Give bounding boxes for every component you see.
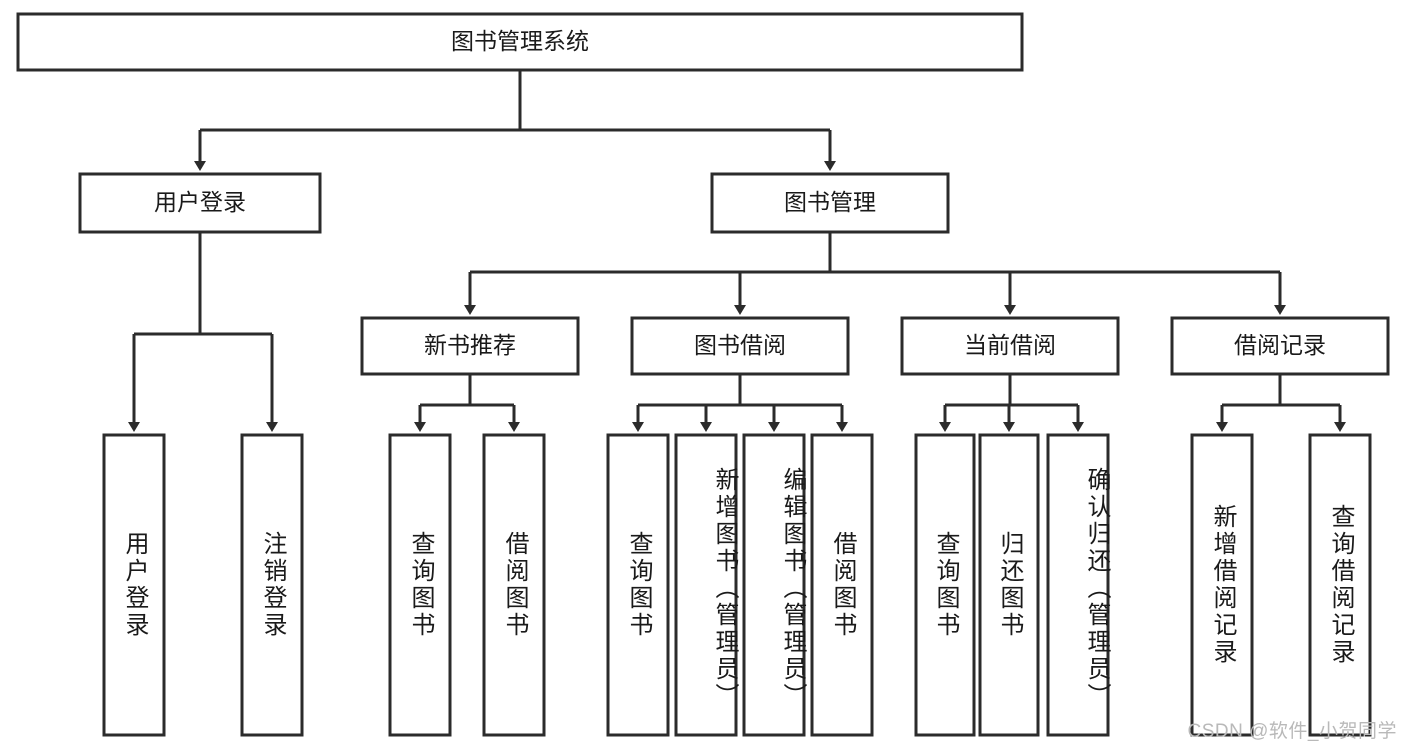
- connector-currentborrow-to-leaves: [939, 374, 1084, 432]
- node-current-borrow[interactable]: 当前借阅: [900, 316, 1120, 376]
- leaf-node-user-login[interactable]: [102, 433, 166, 737]
- connector-borrowrecord-to-leaves: [1216, 374, 1346, 432]
- node-borrow-record-label: 借阅记录: [1234, 332, 1326, 358]
- node-current-borrow-label: 当前借阅: [964, 332, 1056, 358]
- leaf-node-query-book-1[interactable]: [388, 433, 452, 737]
- node-root[interactable]: 图书管理系统: [16, 12, 1024, 72]
- node-book-manage-label: 图书管理: [784, 189, 876, 215]
- leaf-node-user-logout[interactable]: [240, 433, 304, 737]
- node-book-borrow-label: 图书借阅: [694, 332, 786, 358]
- connector-userlogin-to-leaves: [128, 232, 278, 432]
- node-borrow-record[interactable]: 借阅记录: [1170, 316, 1390, 376]
- leaf-node-edit-book[interactable]: [742, 433, 806, 737]
- node-book-manage[interactable]: 图书管理: [710, 172, 950, 234]
- node-user-login[interactable]: 用户登录: [78, 172, 322, 234]
- watermark-text: CSDN @软件_小贺同学: [1187, 721, 1397, 742]
- connector-newbook-to-leaves: [414, 374, 520, 432]
- leaf-node-confirm-return[interactable]: [1046, 433, 1110, 737]
- connector-bookborrow-to-leaves: [632, 374, 848, 432]
- leaf-node-borrow-book-1[interactable]: [482, 433, 546, 737]
- node-user-login-label: 用户登录: [154, 189, 246, 215]
- leaf-node-add-record[interactable]: [1190, 433, 1254, 737]
- leaf-node-add-book[interactable]: [674, 433, 738, 737]
- leaf-node-query-book-2[interactable]: [606, 433, 670, 737]
- leaf-node-borrow-book-2[interactable]: [810, 433, 874, 737]
- node-root-label: 图书管理系统: [451, 28, 589, 54]
- connector-bookmanage-to-level3: [464, 232, 1286, 315]
- node-new-book-rec[interactable]: 新书推荐: [360, 316, 580, 376]
- node-new-book-rec-label: 新书推荐: [424, 332, 516, 358]
- leaf-node-query-book-3[interactable]: [914, 433, 976, 737]
- leaf-node-query-record[interactable]: [1308, 433, 1372, 737]
- node-book-borrow[interactable]: 图书借阅: [630, 316, 850, 376]
- connector-root-to-level2: [194, 70, 836, 171]
- leaf-node-return-book[interactable]: [978, 433, 1040, 737]
